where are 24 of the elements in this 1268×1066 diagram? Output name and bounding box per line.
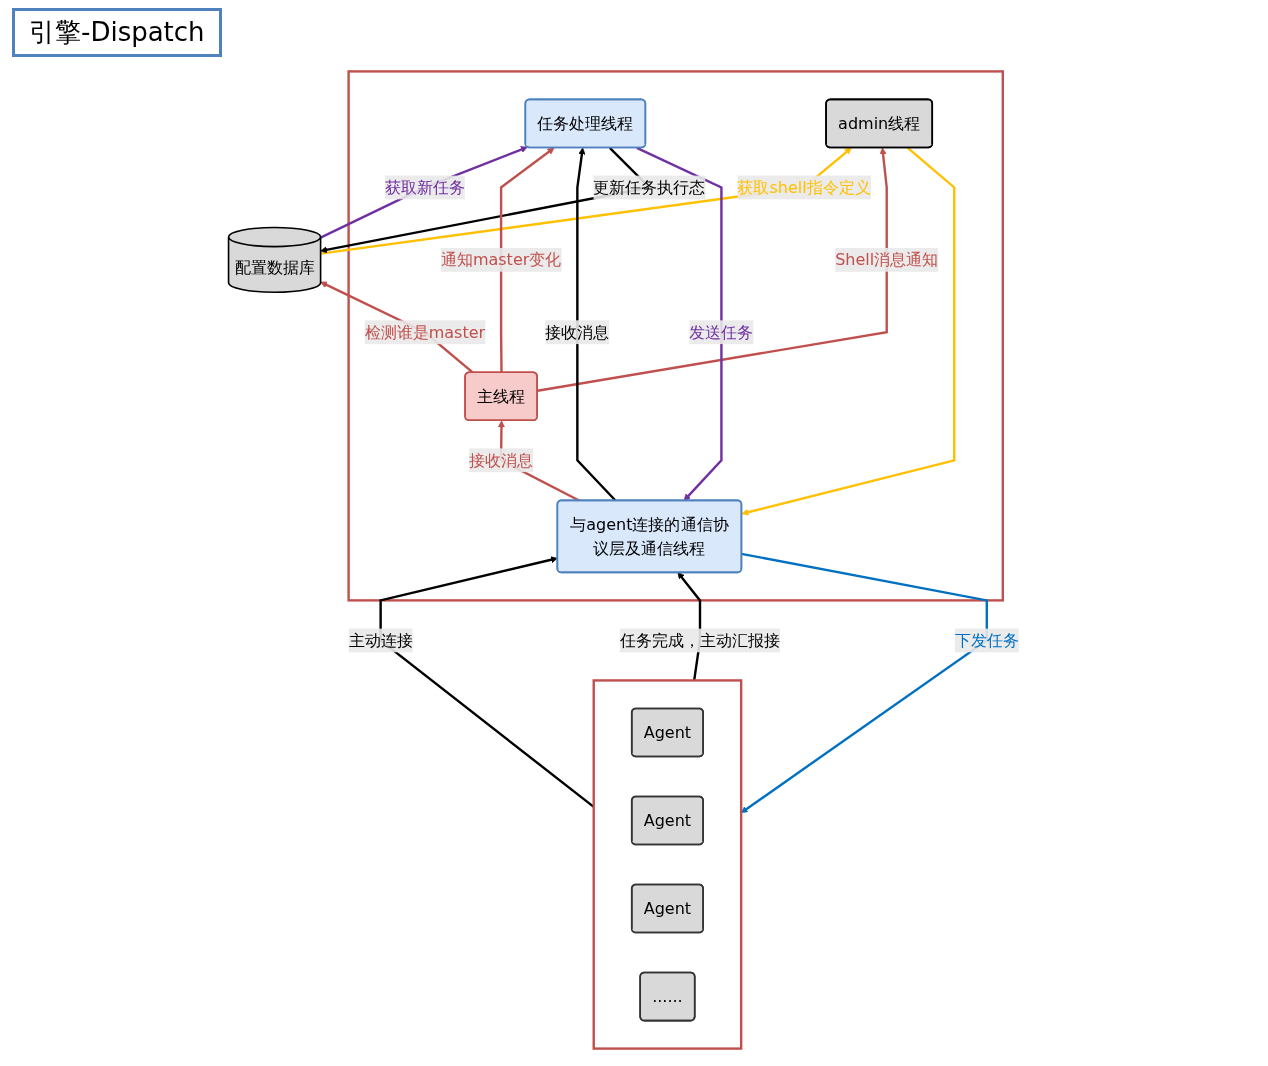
edge-label: 检测谁是master [364,322,486,342]
arrow [636,146,723,502]
edge-label: 发送任务 [689,322,754,342]
edge-label: Shell消息通知 [835,250,939,270]
edge-label: 更新任务执行态 [593,177,706,198]
cluster [347,70,1005,602]
edge-label: 获取新任务 [385,177,466,198]
arrow [320,146,529,239]
arrow [320,147,853,255]
arrow [500,147,555,373]
arrow [379,556,595,808]
edge-label: 接收消息 [469,450,534,470]
cluster [592,679,743,1050]
edge-label: 通知master变化 [441,250,562,270]
edge-label: 接收消息 [545,322,610,342]
edge-label: 主动连接 [348,630,413,651]
title: 引擎-Dispatch [12,8,222,57]
arrow [741,552,989,814]
edge-label: 获取shell指令定义 [737,177,872,198]
arrow [741,146,956,516]
edge-label: 任务完成，主动汇报接 [620,630,781,651]
arrow [537,147,889,392]
edge-label: 下发任务 [955,630,1020,651]
arrow [576,147,617,502]
